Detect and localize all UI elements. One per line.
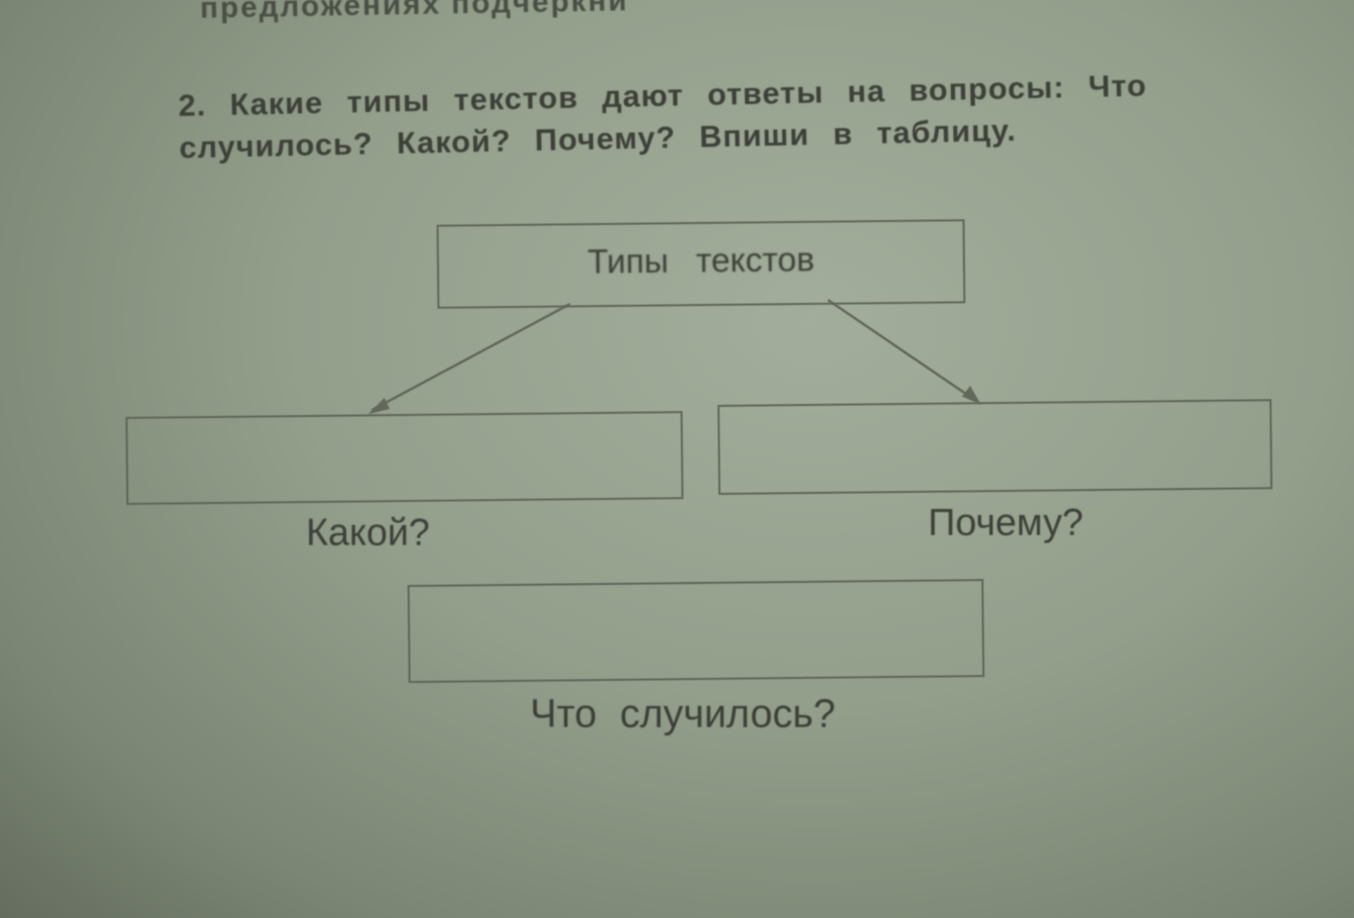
answer-box-chto-sluchilos[interactable] [407, 578, 985, 684]
arrow-right-head [962, 385, 981, 405]
answer-box-kakoy[interactable] [125, 411, 684, 505]
arrow-left [371, 302, 571, 412]
arrow-left-head [367, 397, 390, 415]
label-chto-sluchilos: Что случилось? [530, 692, 836, 736]
label-kakoy: Какой? [306, 512, 430, 554]
arrow-right [827, 298, 976, 402]
label-pochemu: Почему? [928, 502, 1084, 544]
answer-box-pochemu[interactable] [717, 399, 1273, 495]
